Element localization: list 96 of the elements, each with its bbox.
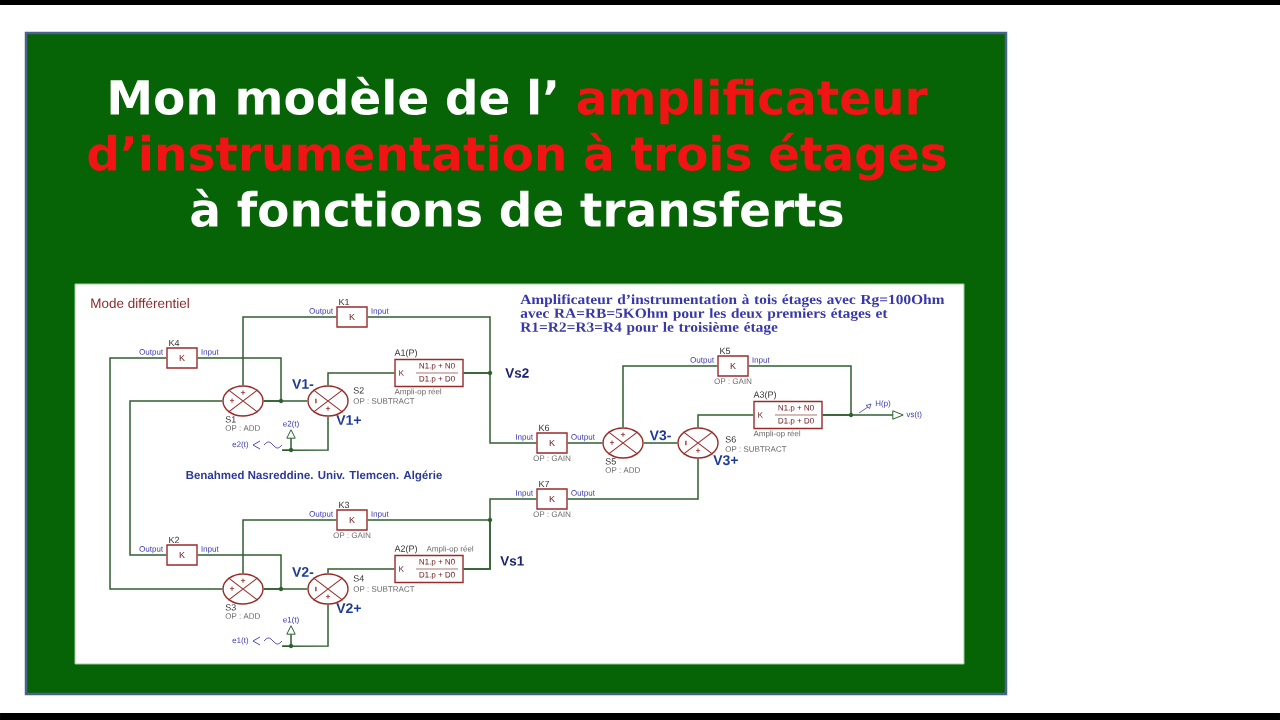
sine-source xyxy=(252,636,283,646)
author-credit: Benahmed Nasreddine. Univ. Tlemcen. Algérie xyxy=(186,470,442,482)
port-label: Input xyxy=(516,434,534,442)
port-label: Input xyxy=(516,490,534,498)
block-label: S3 xyxy=(225,604,236,611)
wire xyxy=(196,554,282,590)
wire xyxy=(622,365,719,429)
block-label: A2(P) xyxy=(394,545,417,554)
operation-label: OP : GAIN xyxy=(333,532,371,539)
wire xyxy=(566,442,604,444)
wire xyxy=(366,519,491,570)
probe-label: H(p) xyxy=(875,400,891,408)
gain-block: K xyxy=(336,306,368,328)
block-label: S5 xyxy=(605,458,616,465)
block-label: K1 xyxy=(339,298,350,306)
mode-caption: Mode différentiel xyxy=(91,297,189,309)
block-label: S1 xyxy=(225,416,236,423)
port-label: Output xyxy=(139,349,164,357)
port-label: Input xyxy=(201,546,219,554)
gain-block: K xyxy=(166,347,198,369)
wire xyxy=(129,400,224,556)
port-label: Input xyxy=(752,357,770,365)
gain-block: K xyxy=(166,544,198,566)
gain-block: K xyxy=(536,488,568,510)
title: Mon modèle de l’ amplificateur d’instrumentation à trois étages à fonctions de transferts xyxy=(88,76,946,228)
block-label: S2 xyxy=(353,387,364,394)
port-label: Output xyxy=(309,308,334,316)
summing-junction: + + xyxy=(602,427,644,459)
voltage-probe xyxy=(286,625,296,635)
block-label: K2 xyxy=(169,536,180,544)
wire xyxy=(821,414,894,416)
summing-junction: + + xyxy=(222,385,264,417)
block-label: K4 xyxy=(169,339,180,347)
port-label: Input xyxy=(371,308,389,316)
wire xyxy=(697,414,755,429)
summing-junction: + + xyxy=(222,573,264,605)
port-label: Output xyxy=(309,511,334,519)
operation-label: OP : ADD xyxy=(605,467,640,473)
operation-label: OP : GAIN xyxy=(533,511,571,518)
transfer-function-block: K N1.p + N0 D1.p + D0 xyxy=(394,358,464,388)
wire xyxy=(566,457,699,500)
wire xyxy=(462,372,538,444)
port-label: Output xyxy=(139,546,164,554)
block-label: S6 xyxy=(725,436,736,443)
operation-label: OP : SUBTRACT xyxy=(725,446,787,452)
block-label: K3 xyxy=(339,501,350,509)
operation-label: OP : ADD xyxy=(225,425,260,431)
block-label: A1(P) xyxy=(394,349,417,358)
operation-label: Ampli-op réel xyxy=(753,430,801,438)
block-label: S4 xyxy=(353,575,364,582)
signal-label: e1(t) xyxy=(283,616,299,625)
voltage-probe xyxy=(286,429,296,439)
wire xyxy=(642,442,679,444)
wire xyxy=(327,372,396,387)
operation-label: OP : SUBTRACT xyxy=(353,586,415,592)
operation-label: OP : GAIN xyxy=(714,378,752,385)
output-port xyxy=(892,410,904,420)
signal-label: Vs2 xyxy=(505,368,529,378)
operation-label: Ampli-op réel xyxy=(394,388,442,396)
signal-label: V3- xyxy=(649,430,671,441)
wire xyxy=(327,568,396,575)
wire xyxy=(747,365,852,416)
gain-block: K xyxy=(717,355,749,377)
sine-source xyxy=(252,440,283,450)
wire xyxy=(242,519,338,575)
port-label: Output xyxy=(571,490,595,498)
signal-label: V2+ xyxy=(336,603,361,613)
block-label: K6 xyxy=(539,424,550,432)
block-label: K7 xyxy=(539,480,550,488)
description-text: Amplificateur d’instrumentation à tois étages avec Rg=100Ohm avec RA=RB=5KOhm pour les deux premiers étages et R1=R2=R3=R4 pour le troisième étage xyxy=(520,294,945,335)
signal-label: e2(t) xyxy=(232,441,249,449)
wire xyxy=(281,633,292,647)
port-label: Input xyxy=(201,349,219,357)
signal-label: e1(t) xyxy=(232,637,249,645)
port-label: Input xyxy=(371,511,389,519)
port-label: Output xyxy=(690,357,715,365)
port-label: Output xyxy=(571,434,595,442)
block-label: K5 xyxy=(720,347,731,355)
transfer-function-block: K N1.p + N0 D1.p + D0 xyxy=(753,400,823,430)
operation-label: OP : ADD xyxy=(225,613,260,619)
wire xyxy=(196,357,282,402)
wire xyxy=(109,357,224,590)
block-label: A3(P) xyxy=(753,391,776,400)
wire xyxy=(281,437,292,451)
wire xyxy=(242,316,338,387)
gain-block: K xyxy=(536,432,568,454)
wire xyxy=(366,316,491,374)
operation-label: OP : SUBTRACT xyxy=(353,398,415,404)
operation-label: OP : GAIN xyxy=(533,455,571,462)
gain-block: K xyxy=(336,509,368,531)
signal-label: Vs1 xyxy=(500,556,524,566)
signal-label: V1+ xyxy=(336,415,361,425)
signal-label: vs(t) xyxy=(906,411,922,419)
operation-label: Ampli-op réel xyxy=(426,545,474,554)
signal-label: e2(t) xyxy=(283,420,299,429)
transfer-function-block: K N1.p + N0 D1.p + D0 xyxy=(394,554,464,584)
